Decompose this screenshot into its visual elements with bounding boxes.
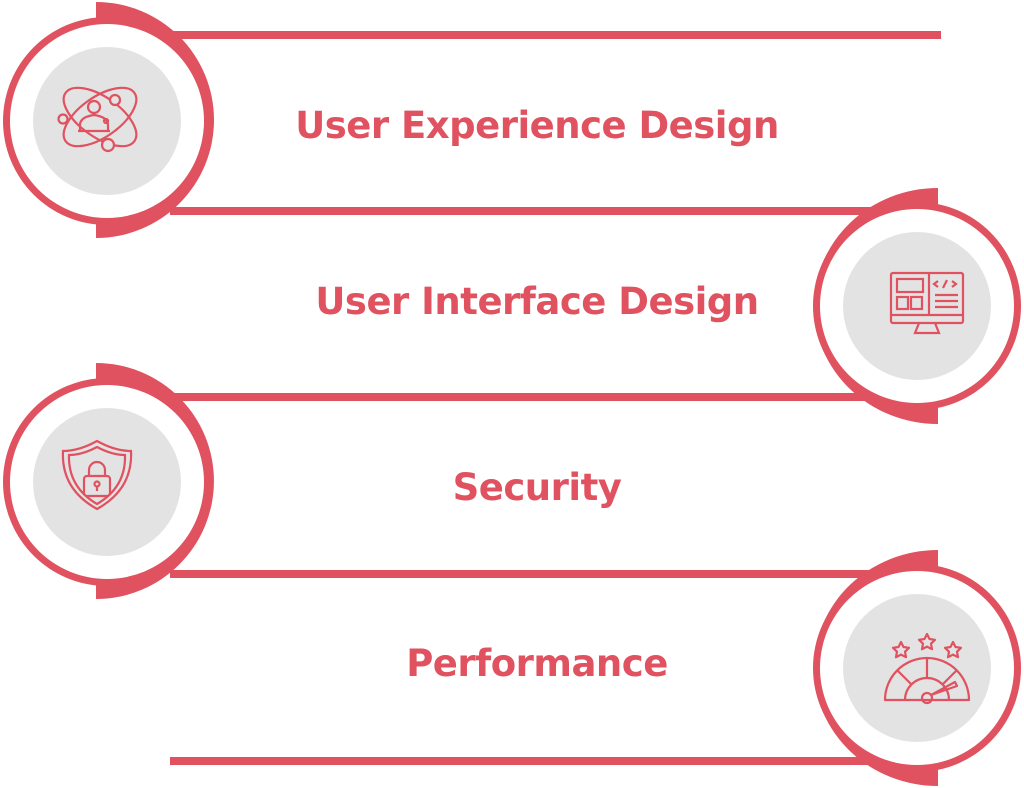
speedometer-stars-icon (883, 632, 971, 705)
node-4-badge (813, 550, 1021, 786)
shield-lock-icon (61, 439, 133, 511)
node-2-badge (813, 188, 1021, 424)
connector-lines (170, 31, 941, 765)
step-4-label: Performance (406, 642, 668, 685)
connector-line-1 (170, 31, 941, 39)
atom-user-icon (57, 86, 138, 153)
monitor-code-icon (889, 271, 965, 335)
connector-line-3 (170, 393, 930, 401)
connector-line-2 (170, 207, 930, 215)
step-2-label: User Interface Design (315, 280, 759, 323)
connector-line-5 (170, 757, 930, 765)
step-1-label: User Experience Design (295, 104, 779, 147)
connector-line-4 (170, 570, 930, 578)
node-3-badge (3, 363, 214, 599)
step-3-label: Security (452, 466, 622, 509)
